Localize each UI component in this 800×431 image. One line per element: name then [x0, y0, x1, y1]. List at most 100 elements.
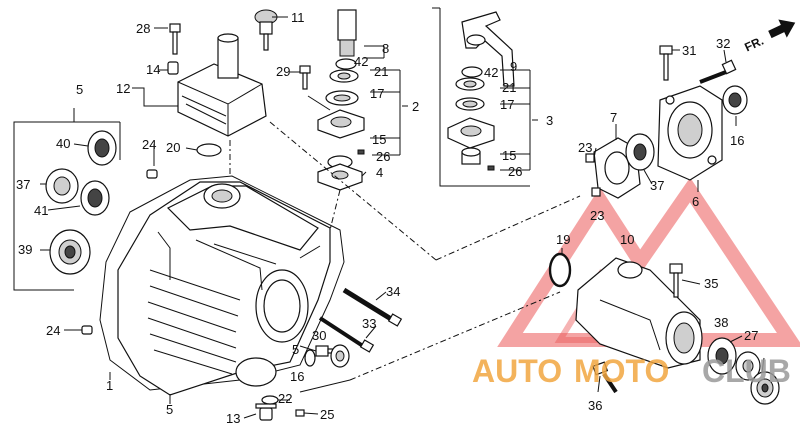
bearing-holder-6 — [657, 85, 723, 181]
bearing-group-5 — [13, 108, 121, 291]
bolt-35 — [669, 263, 683, 298]
callout-37-left: 37 — [16, 177, 30, 192]
bolt-31 — [659, 45, 673, 81]
callout-11: 11 — [291, 10, 305, 25]
bearing-40 — [87, 130, 117, 166]
callout-10: 10 — [620, 232, 634, 247]
callout-3: 3 — [546, 113, 553, 128]
callout-40: 40 — [56, 136, 70, 151]
stud-34 — [342, 287, 403, 327]
callout-39: 39 — [18, 242, 32, 257]
extension-housing-10 — [575, 257, 703, 369]
callout-20: 20 — [166, 140, 180, 155]
callout-15-right: 15 — [502, 148, 516, 163]
callout-42-left: 42 — [354, 54, 368, 69]
callout-25: 25 — [320, 407, 334, 422]
bearing-37-right — [625, 133, 655, 171]
callout-17-right: 17 — [500, 97, 514, 112]
callout-23-bottom: 23 — [590, 208, 604, 223]
callout-16-bottom: 16 — [290, 369, 304, 384]
callout-17-left: 17 — [370, 86, 384, 101]
callout-5-plug: 5 — [292, 342, 299, 357]
breather-cap-12 — [177, 33, 267, 137]
callout-24-top: 24 — [142, 137, 156, 152]
callout-31: 31 — [682, 43, 696, 58]
callout-29: 29 — [276, 64, 290, 79]
callout-22: 22 — [278, 391, 292, 406]
callout-36: 36 — [588, 398, 602, 413]
dipstick-11 — [254, 9, 278, 51]
o-ring-19 — [548, 252, 572, 288]
callout-32: 32 — [716, 36, 730, 51]
seal-16 — [722, 85, 748, 115]
callout-7: 7 — [610, 110, 617, 125]
callout-numbers: 11 28 14 12 5 29 40 24 20 37 41 39 24 1 … — [16, 10, 758, 426]
seal-27 — [735, 351, 761, 381]
watermark-moto: MOTO — [574, 353, 669, 389]
callout-23-top: 23 — [578, 140, 592, 155]
plug-25 — [295, 409, 305, 417]
watermark-auto: AUTO — [472, 353, 562, 389]
watermark-text: AUTO MOTO CLUB — [472, 353, 791, 389]
callout-30: 30 — [312, 328, 326, 343]
bearing-41 — [80, 180, 110, 216]
bearing-39 — [49, 229, 91, 275]
washer-16 — [304, 349, 316, 367]
shift-arm-group-3 — [447, 11, 531, 171]
bolt-33 — [318, 316, 375, 353]
dowel-23 — [585, 153, 601, 197]
bearing-38 — [707, 337, 737, 375]
assembly-guides — [229, 95, 581, 393]
callout-37-right: 37 — [650, 178, 664, 193]
callout-27: 27 — [744, 328, 758, 343]
callout-14: 14 — [146, 62, 160, 77]
callout-2: 2 — [412, 99, 419, 114]
callout-35: 35 — [704, 276, 718, 291]
callout-19: 19 — [556, 232, 570, 247]
callout-42-right: 42 — [484, 65, 498, 80]
callout-33: 33 — [362, 316, 376, 331]
leader-lines — [40, 16, 765, 419]
callout-5-bearings: 5 — [76, 82, 83, 97]
callout-34: 34 — [386, 284, 400, 299]
plug-14 — [167, 61, 179, 75]
callout-6: 6 — [692, 194, 699, 209]
callout-28: 28 — [136, 21, 150, 36]
callout-5-case: 5 — [166, 402, 173, 417]
callout-21-right: 21 — [502, 80, 516, 95]
front-direction-arrow: FR. — [742, 19, 796, 55]
dowel-24-bottom — [81, 325, 93, 335]
watermark-club: CLUB — [702, 353, 791, 389]
plug-5 — [330, 344, 350, 368]
dowel-24-top — [146, 169, 158, 179]
o-ring-20 — [196, 143, 222, 157]
callout-26-right: 26 — [508, 164, 522, 179]
transmission-case-1 — [99, 175, 345, 396]
callout-8: 8 — [382, 41, 389, 56]
drain-plug-13 — [255, 403, 277, 421]
shaft-stack-2 — [317, 9, 401, 191]
callout-15-left: 15 — [372, 132, 386, 147]
bearing-37 — [45, 168, 79, 204]
callout-24-bottom: 24 — [46, 323, 60, 338]
callout-4: 4 — [376, 165, 383, 180]
callout-1: 1 — [106, 378, 113, 393]
group-frame-3 — [432, 7, 530, 187]
callout-9: 9 — [510, 59, 517, 74]
callout-41: 41 — [34, 203, 48, 218]
washer-22 — [261, 395, 279, 405]
bolt-28 — [169, 23, 181, 55]
callout-26-left: 26 — [376, 149, 390, 164]
callout-16-right: 16 — [730, 133, 744, 148]
callout-13: 13 — [226, 411, 240, 426]
bolt-29 — [299, 65, 311, 90]
bolt-32 — [699, 59, 737, 84]
callout-38: 38 — [714, 315, 728, 330]
bolt-36 — [592, 361, 618, 394]
fr-label: FR. — [742, 34, 765, 55]
washer-16-right — [750, 371, 780, 405]
callout-21-left: 21 — [374, 64, 388, 79]
callout-12: 12 — [116, 81, 130, 96]
